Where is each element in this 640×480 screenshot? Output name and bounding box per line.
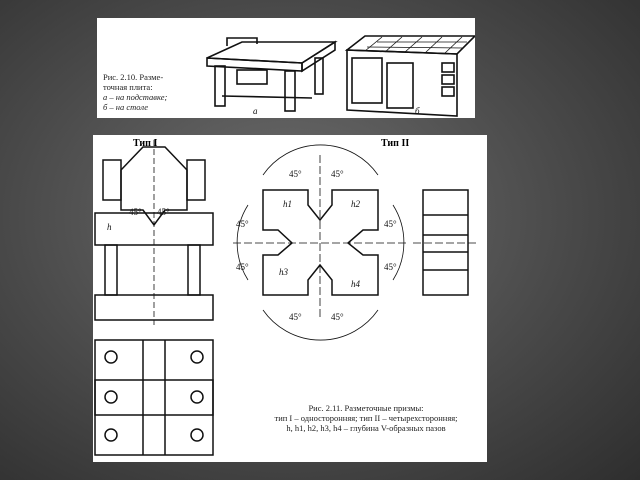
type2-title: Тип II	[381, 138, 410, 149]
type1-title: Тип I	[133, 138, 158, 149]
label-b: б	[415, 106, 420, 116]
angle-label: 45°	[384, 219, 397, 229]
angle-label: 45°	[384, 262, 397, 272]
caption-line: h, h1, h2, h3, h4 – глубина V-образных п…	[286, 423, 446, 433]
angle-label: 45°	[289, 169, 302, 179]
angle-label: 45°	[289, 312, 302, 322]
marking-prisms-figure: Тип I Тип II	[93, 135, 487, 462]
caption-line: тип I – односторонняя; тип II – четырехс…	[274, 413, 458, 423]
h2-label: h2	[351, 199, 361, 209]
h4-label: h4	[351, 279, 361, 289]
plate-drawings	[206, 35, 475, 117]
prism-drawings: 45° 45° 45° 45° 45° 45° 45° 45° 45° 45° …	[94, 140, 478, 456]
figure1-caption: Рис. 2.10. Разме- точная плита: а – на п…	[103, 72, 167, 112]
marking-plate-figure: Рис. 2.10. Разме- точная плита: а – на п…	[97, 18, 475, 118]
plate-on-table-drawing	[344, 35, 475, 117]
type1-prism-top	[94, 339, 214, 456]
caption-line: б – на столе	[103, 102, 149, 112]
angle-label: 45°	[236, 262, 249, 272]
h1-label: h1	[283, 199, 292, 209]
h-label: h	[107, 222, 112, 232]
angle-labels: 45° 45° 45° 45° 45° 45° 45° 45° 45° 45°	[129, 169, 397, 322]
caption-line: а – на подставке;	[103, 92, 168, 102]
angle-label: 45°	[157, 207, 170, 217]
caption-line: Рис. 2.11. Разметочные призмы:	[308, 403, 424, 413]
caption-line: точная плита:	[103, 82, 153, 92]
type2-prism	[233, 144, 408, 341]
caption-line: Рис. 2.10. Разме-	[103, 72, 164, 82]
angle-label: 45°	[236, 219, 249, 229]
type1-prism-front	[94, 140, 214, 325]
type2-prism-side	[413, 189, 478, 296]
angle-label: 45°	[331, 312, 344, 322]
angle-label: 45°	[331, 169, 344, 179]
depth-labels: h h1 h2 h3 h4	[107, 199, 361, 289]
figure2-caption: Рис. 2.11. Разметочные призмы: тип I – о…	[241, 403, 487, 433]
plate-on-stand-drawing	[206, 37, 338, 112]
h3-label: h3	[279, 267, 289, 277]
angle-label: 45°	[129, 207, 142, 217]
label-a: а	[253, 106, 258, 116]
plate-grid	[364, 36, 467, 54]
